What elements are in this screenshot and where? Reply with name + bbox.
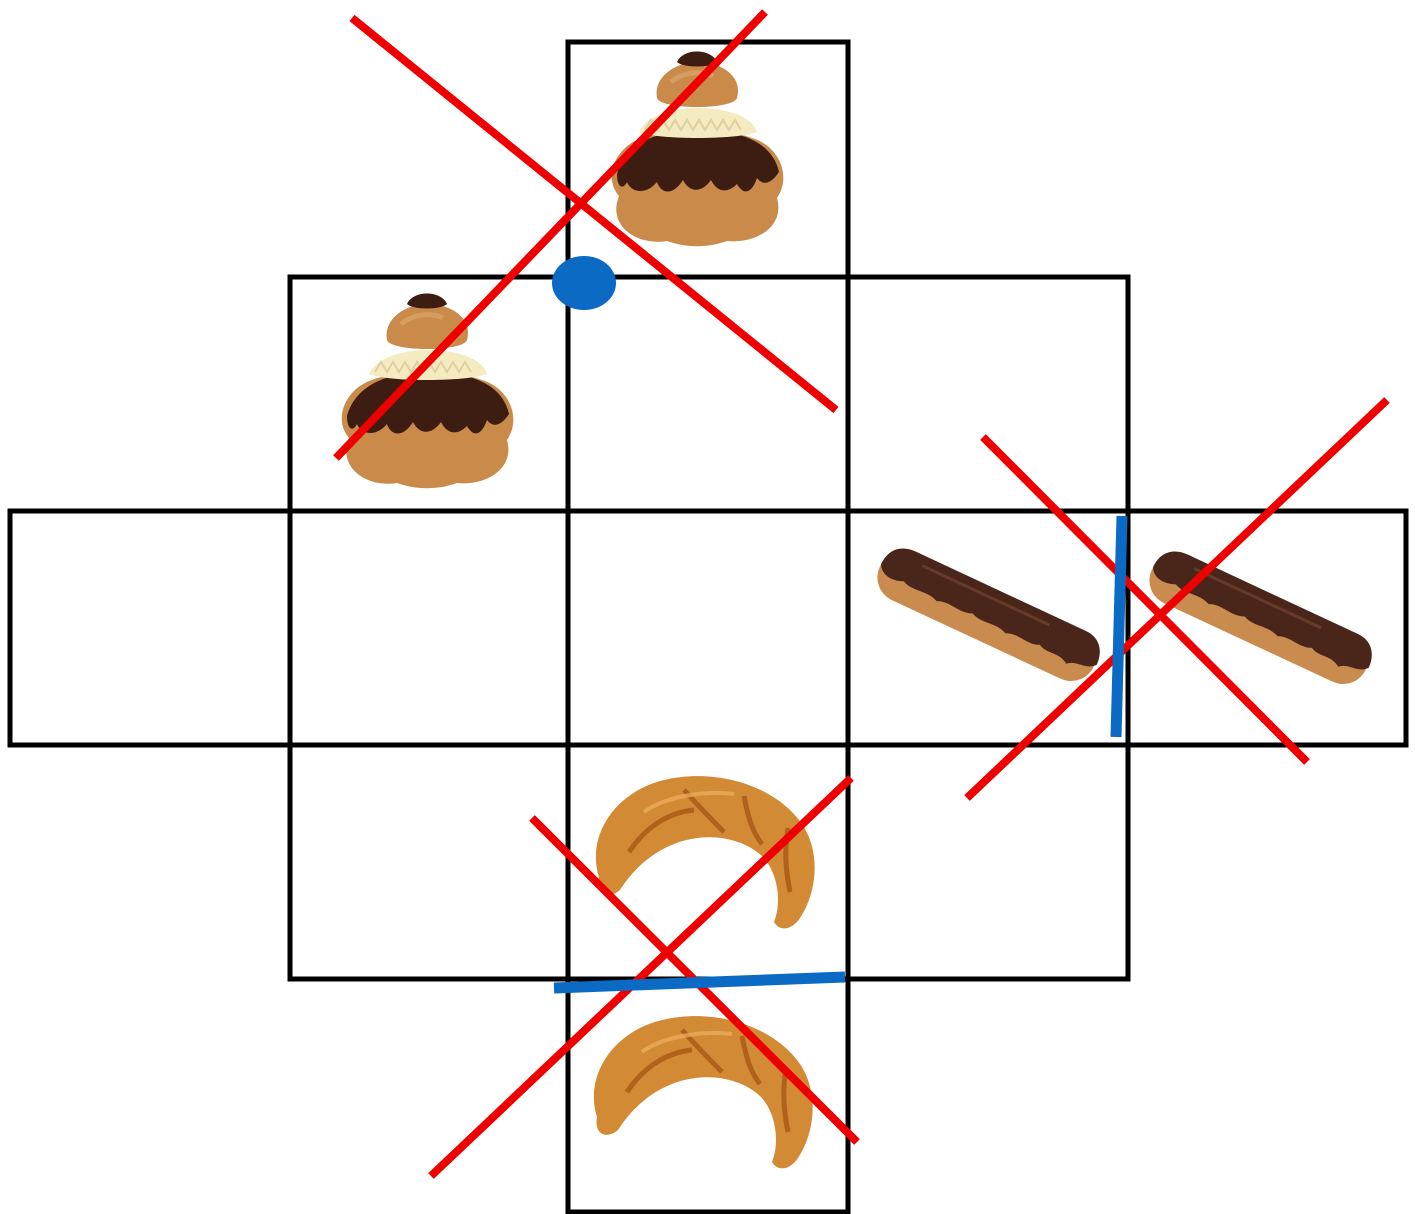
cell-upper-center [568, 277, 848, 511]
religieuse-icon [342, 294, 514, 489]
cell-upper-right [848, 277, 1128, 511]
blue-dot-marker [552, 256, 616, 310]
eclair-icon [1141, 544, 1380, 694]
eclair-icon [869, 541, 1108, 691]
cell-middle-3 [568, 511, 848, 745]
blue-line-vertical [1116, 516, 1122, 737]
cell-middle-1 [10, 511, 290, 745]
cross-mark-right-b [967, 400, 1387, 798]
croissant-icon [596, 776, 815, 928]
croissant-icon [594, 1016, 813, 1168]
cell-lower-left [290, 745, 568, 979]
cell-middle-2 [290, 511, 568, 745]
